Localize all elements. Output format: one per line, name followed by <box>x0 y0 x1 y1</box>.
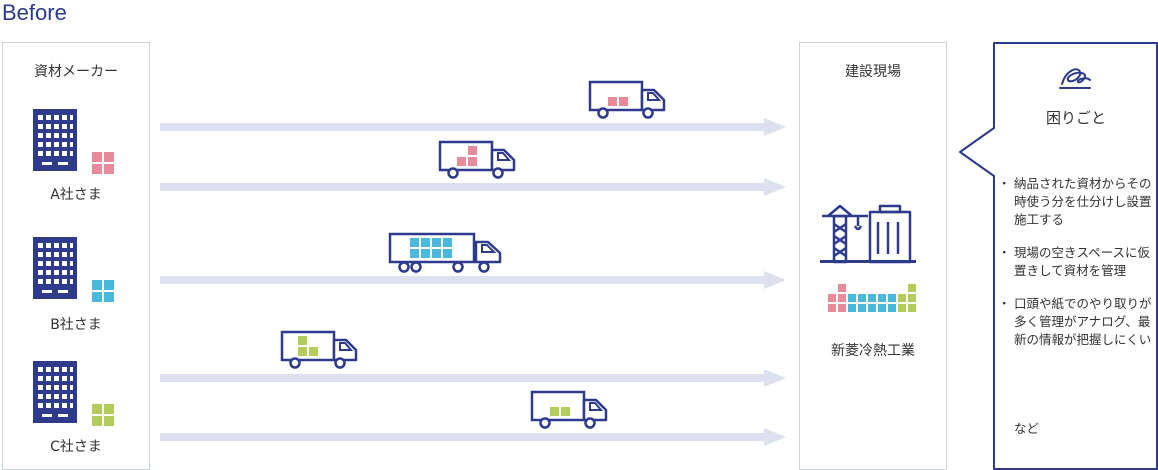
stacked-materials-icon <box>828 284 916 312</box>
etc-label: など <box>1014 421 1040 436</box>
delivery-truck-icon <box>438 140 516 179</box>
issue-item: 口頭や紙でのやり取りが多く管理がアナログ、最新の情報が把握しにくい <box>998 295 1156 349</box>
delivery-truck-icon <box>280 330 358 369</box>
delivery-truck-icon <box>588 80 666 119</box>
site-company-name: 新菱冷熱工業 <box>831 343 915 359</box>
site-panel: 建設現場 <box>799 42 947 470</box>
crane-building-icon <box>820 204 916 264</box>
delivery-arrow <box>160 118 786 136</box>
issues-list: 納品された資材からその時使う分を仕分けし設置施工する 現場の空きスペースに仮置き… <box>998 175 1156 364</box>
company-c-label: C社さま <box>50 439 102 455</box>
supplier-panel-title: 資材メーカー <box>34 64 118 80</box>
swirl-icon <box>1059 68 1091 89</box>
delivery-arrow <box>160 428 786 446</box>
delivery-truck-icon <box>388 232 502 273</box>
company-a-label: A社さま <box>50 187 102 203</box>
site-panel-title: 建設現場 <box>845 64 901 80</box>
page-title: Before <box>2 0 67 25</box>
callout-title: 困りごと <box>1045 109 1106 127</box>
delivery-arrow <box>160 271 786 289</box>
delivery-arrow <box>160 178 786 196</box>
delivery-truck-icon <box>530 390 608 429</box>
building-icon <box>33 237 77 299</box>
company-b-label: B社さま <box>50 317 102 333</box>
building-icon <box>33 361 77 423</box>
material-cube-icon <box>92 280 114 302</box>
material-cube-icon <box>92 404 114 426</box>
issue-item: 納品された資材からその時使う分を仕分けし設置施工する <box>998 175 1156 229</box>
issue-item: 現場の空きスペースに仮置きして資材を管理 <box>998 244 1156 280</box>
building-icon <box>33 109 77 171</box>
material-cube-icon <box>92 152 114 174</box>
delivery-arrow <box>160 369 786 387</box>
